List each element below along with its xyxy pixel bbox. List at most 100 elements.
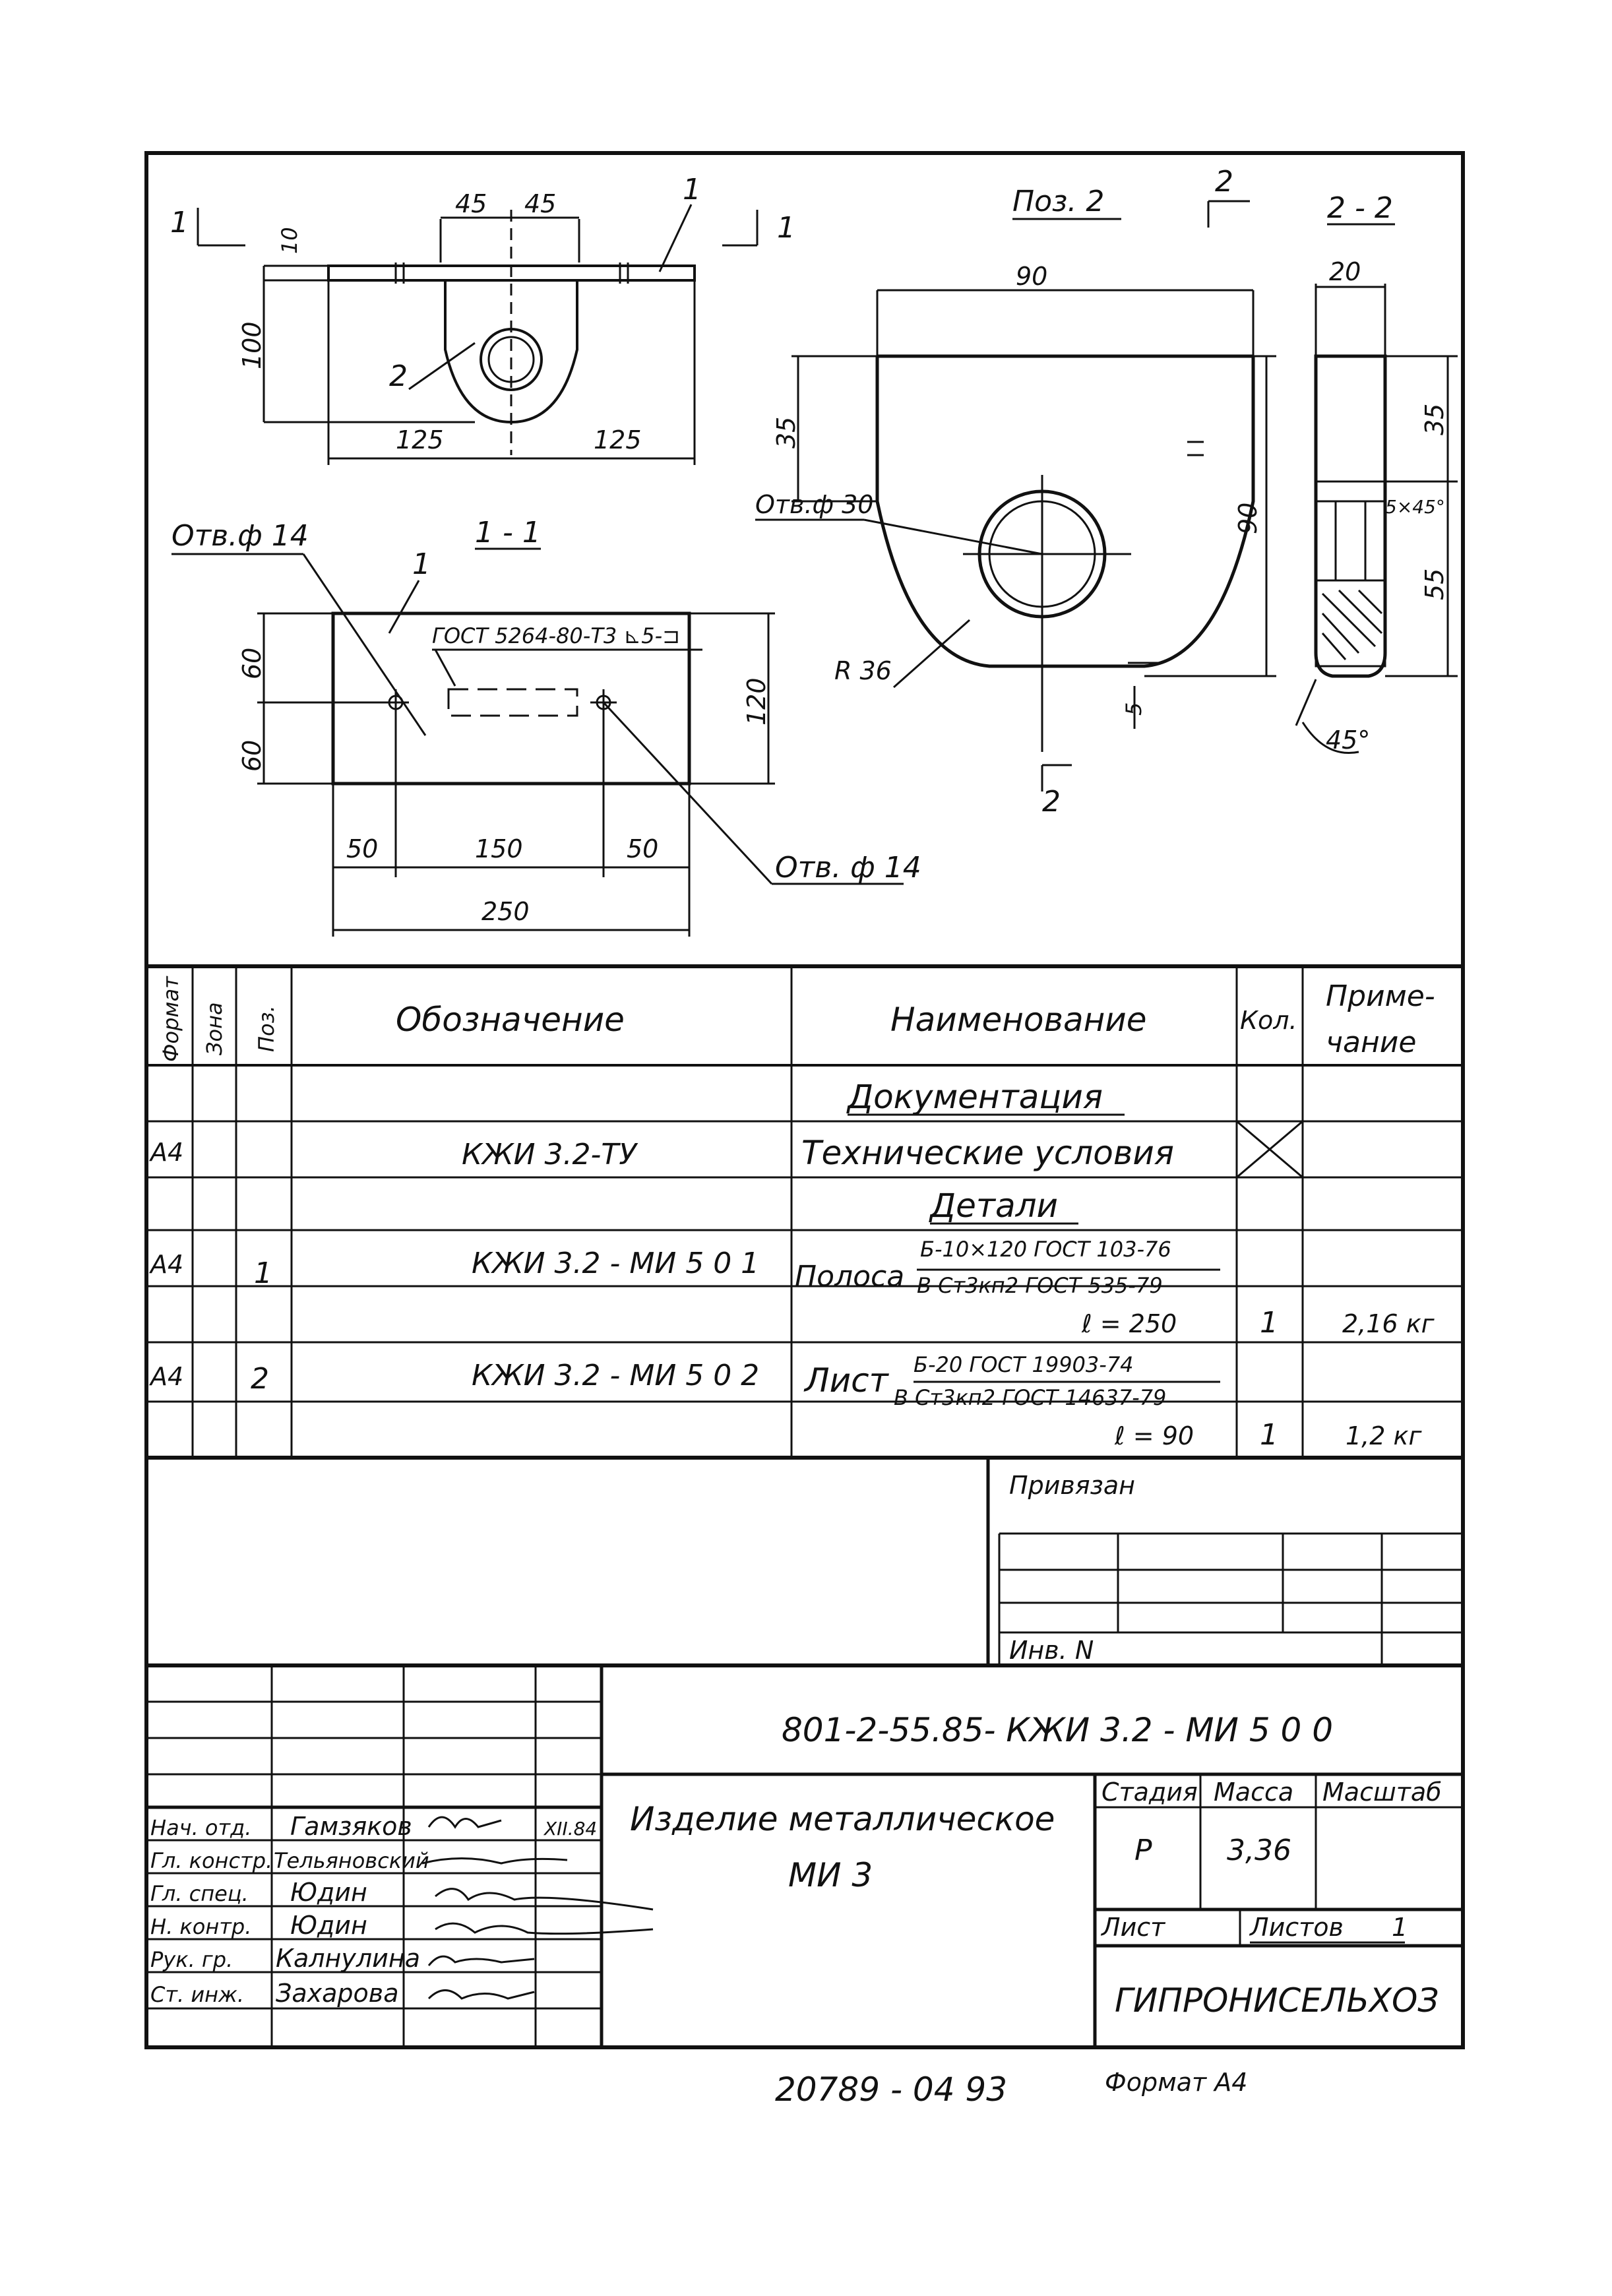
view11-title: 1 - 1: [475, 516, 541, 549]
scale-label: Масштаб: [1322, 1778, 1442, 1807]
spec-row-3-designation: КЖИ 3.2 - МИ 5 0 2: [472, 1359, 759, 1392]
view22-dim-55: 55: [1420, 569, 1449, 600]
spec-row-2-note: 2,16 кг: [1342, 1309, 1435, 1338]
spec-header-format: Формат: [158, 976, 183, 1062]
spec-row-2-frac-top: Б-10×120 ГОСТ 103-76: [920, 1237, 1171, 1262]
signature-1: [427, 1816, 502, 1829]
inv-label: Инв. N: [1009, 1636, 1094, 1665]
pos2-dim-90-right: 90: [1233, 503, 1262, 534]
pos2-section-mark-bottom: 2: [1042, 785, 1061, 819]
stage-label: Стадия: [1101, 1778, 1198, 1807]
sheet-frame: [144, 151, 1465, 2049]
pos2-dim-5: 5: [1121, 702, 1146, 716]
title-line-1: Изделие металлическое: [630, 1800, 1055, 1838]
approval-date: XII.84: [543, 1818, 597, 1840]
view11-hole-label-bottom: Отв. ф 14: [775, 851, 921, 884]
spec-header-note-1: Приме-: [1326, 979, 1435, 1013]
title-line-2: МИ 3: [788, 1856, 873, 1894]
spec-header-zone: Зона: [202, 1002, 227, 1055]
view11-dim-150: 150: [475, 834, 523, 863]
spec-row-3-frac-top: Б-20 ГОСТ 19903-74: [914, 1352, 1134, 1377]
dim-10: 10: [277, 227, 302, 254]
signature-4: [435, 1922, 654, 1935]
spec-row-2-qty: 1: [1260, 1306, 1278, 1340]
view22-angle: 45°: [1326, 726, 1370, 755]
spec-row-2-format: А4: [148, 1250, 183, 1279]
spec-row-1-designation: КЖИ 3.2-ТУ: [462, 1138, 638, 1171]
footer-format: Формат А4: [1105, 2068, 1247, 2097]
staff-role-5: Рук. гр.: [150, 1947, 233, 1972]
view-top: 1 1 45 45 1 10 100 2 125 125: [170, 173, 795, 465]
doc-code: 801-2-55.85- КЖИ 3.2 - МИ 5 0 0: [782, 1711, 1333, 1749]
spec-row-2-pos: 1: [254, 1257, 272, 1290]
spec-row-1-name: Технические условия: [801, 1134, 1174, 1172]
privyazan-label: Привязан: [1009, 1471, 1135, 1500]
spec-table: Формат Зона Поз. Обозначение Наименовани…: [146, 964, 1463, 1460]
staff-name-3: Юдин: [290, 1878, 367, 1907]
view11-leader-1: 1: [412, 547, 431, 581]
pos2-radius-label: R 36: [834, 656, 892, 685]
section-mark-right: 1: [777, 211, 795, 245]
view-2-2: 2 - 2 20 35 55 5×45° 45°: [1295, 191, 1458, 755]
spec-row-3-frac-bottom: В Ст3кп2 ГОСТ 14637-79: [894, 1385, 1166, 1410]
spec-section-parts: Детали: [929, 1187, 1058, 1225]
spec-row-2-frac-bottom: В Ст3кп2 ГОСТ 535-79: [917, 1273, 1163, 1298]
dim-45-right: 45: [524, 189, 556, 218]
spec-row-2-name: Полоса: [795, 1260, 904, 1293]
signature-2: [421, 1857, 568, 1865]
spec-row-3-note: 1,2 кг: [1346, 1421, 1422, 1450]
mass-label: Масса: [1214, 1778, 1293, 1807]
spec-row-3-pos: 2: [251, 1362, 269, 1396]
staff-role-6: Ст. инж.: [150, 1982, 244, 2007]
pos2-title: Поз. 2: [1012, 185, 1104, 218]
spec-row-2-designation: КЖИ 3.2 - МИ 5 0 1: [472, 1247, 759, 1280]
spec-row-2-length: ℓ = 250: [1081, 1309, 1177, 1338]
signature-3: [435, 1888, 654, 1911]
leader-1-top: 1: [683, 173, 701, 206]
spec-header-pos: Поз.: [254, 1005, 279, 1052]
footer-number: 20789 - 04 93: [775, 2070, 1007, 2109]
org-name: ГИПРОНИСЕЛЬХОЗ: [1115, 1981, 1439, 2020]
view11-dim-50-right: 50: [627, 834, 658, 863]
privyazan-block: Привязан Инв. N: [146, 1458, 1463, 1667]
signature-6: [427, 1989, 535, 2000]
mass-value: 3,36: [1227, 1834, 1291, 1867]
staff-name-1: Гамзяков: [290, 1812, 412, 1841]
title-block: 801-2-55.85- КЖИ 3.2 - МИ 5 0 0 Изделие …: [146, 1665, 1463, 2047]
view22-chamfer: 5×45°: [1385, 496, 1445, 518]
staff-name-5: Калнулина: [276, 1944, 420, 1973]
view11-hole-label-top: Отв.ф 14: [171, 519, 309, 553]
pos2-dim-35: 35: [772, 417, 801, 449]
spec-header-qty: Кол.: [1240, 1006, 1297, 1035]
dim-125-right: 125: [594, 425, 642, 454]
staff-role-1: Нач. отд.: [150, 1815, 251, 1840]
dim-125-left: 125: [396, 425, 444, 454]
pos2-section-mark-top: 2: [1215, 165, 1233, 199]
view11-dim-250: 250: [481, 897, 530, 926]
spec-header-note-2: чание: [1326, 1026, 1416, 1059]
view22-title: 2 - 2: [1327, 191, 1393, 225]
view11-dim-60-top: 60: [237, 648, 266, 679]
staff-role-4: Н. контр.: [150, 1914, 251, 1939]
view11-dim-50-left: 50: [346, 834, 378, 863]
spec-row-3-name: Лист: [803, 1361, 890, 1400]
stage-value: Р: [1134, 1834, 1152, 1867]
spec-row-1-format: А4: [148, 1138, 183, 1167]
sheet-label: Лист: [1100, 1913, 1166, 1942]
staff-name-2: Тельяновский: [274, 1848, 429, 1873]
staff-role-2: Гл. констр.: [150, 1848, 272, 1873]
view22-dim-35: 35: [1420, 404, 1449, 435]
signature-5: [427, 1955, 535, 1966]
staff-name-4: Юдин: [290, 1911, 367, 1940]
spec-header-designation: Обозначение: [396, 1001, 625, 1039]
view11-dim-60-bottom: 60: [237, 740, 266, 772]
staff-role-3: Гл. спец.: [150, 1881, 249, 1906]
section-mark-left: 1: [170, 206, 189, 239]
sheets-label: Листов: [1249, 1913, 1344, 1942]
dim-100: 100: [237, 321, 266, 369]
view22-dim-20: 20: [1329, 257, 1361, 286]
leader-2-top: 2: [389, 359, 408, 393]
spec-header-name: Наименование: [890, 1001, 1147, 1039]
sheets-value: 1: [1392, 1913, 1408, 1942]
